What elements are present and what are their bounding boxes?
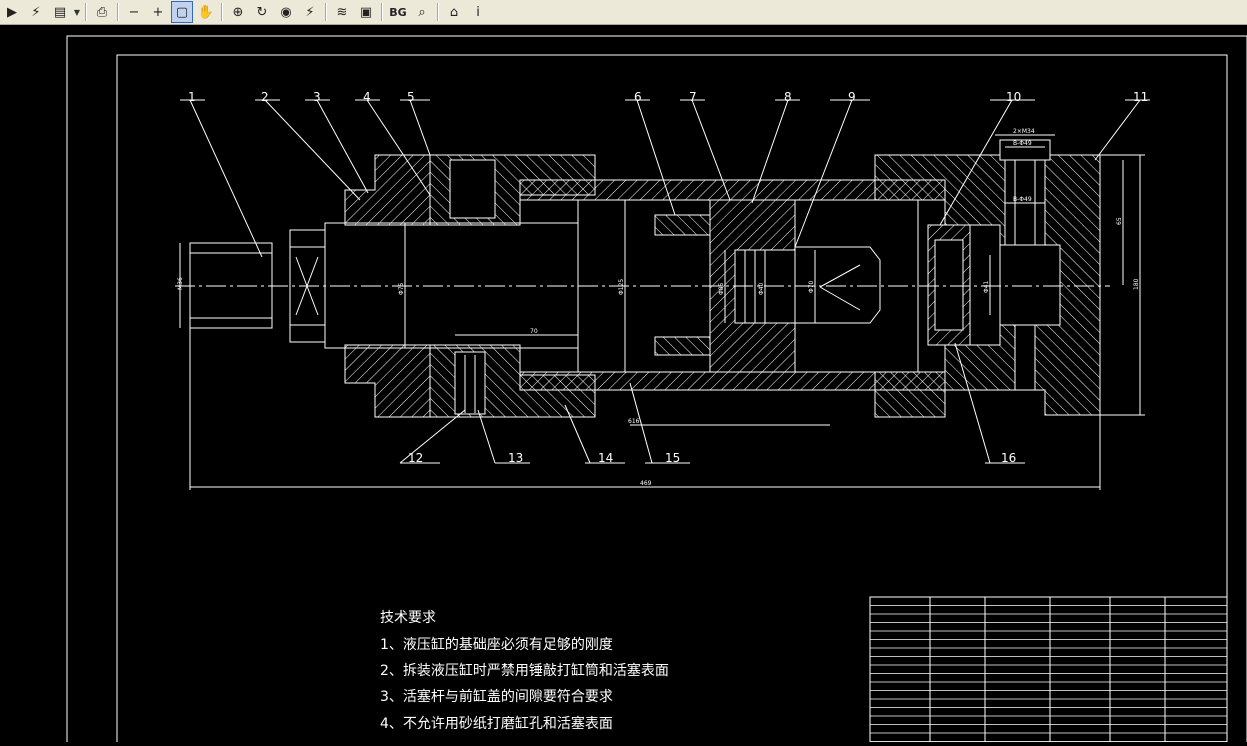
page-icon-glyph: ▤ xyxy=(53,4,67,20)
toolbar-separator xyxy=(325,3,327,21)
eye-icon[interactable]: ◉ xyxy=(275,1,297,23)
part-label-3: 3 xyxy=(313,90,321,104)
part-label-4: 4 xyxy=(363,90,371,104)
print-icon[interactable]: ⎙ xyxy=(91,1,113,23)
zoom-out-icon[interactable]: − xyxy=(123,1,145,23)
dim-end-text: Φ41 xyxy=(983,280,990,293)
parts-list-table xyxy=(869,596,1228,743)
pdf-icon[interactable]: ⚡ xyxy=(25,1,47,23)
bg-label[interactable]: BG xyxy=(387,1,409,23)
cylinder-assembly xyxy=(175,99,1228,743)
play-icon[interactable]: ▶ xyxy=(1,1,23,23)
part-label-1: 1 xyxy=(188,90,196,104)
part-label-15: 15 xyxy=(665,451,680,465)
find-icon-glyph: ⌕ xyxy=(418,4,426,20)
dim-height2-text: 65 xyxy=(1116,217,1123,225)
pan-icon-glyph: ✋ xyxy=(197,4,215,20)
tech-req-item-1: 1、液压缸的基础座必须有足够的刚度 xyxy=(380,636,613,653)
zoom-window-icon[interactable]: ▢ xyxy=(171,1,193,23)
pan-icon[interactable]: ✋ xyxy=(195,1,217,23)
toolbar-separator xyxy=(221,3,223,21)
dim-seal-text: Φ40 xyxy=(758,282,765,295)
page-dropdown-icon[interactable]: ▼ xyxy=(73,7,81,17)
dim-bore-text: Φ125 xyxy=(618,279,625,295)
toolbar: ▶ ⚡ ▤ ▼ ⎙ −+ ▢ ✋ ⊕ ↻ ◉ ⚡ ≋ ▣ BG ⌕ ⌂ i xyxy=(0,0,1247,25)
technical-requirements: 技术要求 1、液压缸的基础座必须有足够的刚度 2、拆装液压缸时严禁用锤敲打缸筒和… xyxy=(380,610,669,732)
layers-icon[interactable]: ≋ xyxy=(331,1,353,23)
part-label-11: 11 xyxy=(1133,90,1148,104)
frame-icon[interactable]: ▣ xyxy=(355,1,377,23)
tech-req-title: 技术要求 xyxy=(380,610,436,626)
part-label-14: 14 xyxy=(598,451,613,465)
dim-top1-text: 2×M34 xyxy=(1013,128,1035,135)
page-icon[interactable]: ▤ xyxy=(49,1,71,23)
part-label-16: 16 xyxy=(1001,451,1016,465)
tech-req-item-3: 3、活塞杆与前缸盖的间隙要符合要求 xyxy=(380,688,613,705)
dim-plug-text: Φ70 xyxy=(808,280,815,293)
layers-icon-glyph: ≋ xyxy=(336,4,348,20)
dim-bore-length-text: 70 xyxy=(530,328,538,335)
toolbar-separator xyxy=(381,3,383,21)
tech-req-item-2: 2、拆装液压缸时严禁用锤敲打缸筒和活塞表面 xyxy=(380,662,669,679)
dim-inner-text: 616 xyxy=(628,418,640,425)
zoom-in-icon-glyph: + xyxy=(152,4,164,20)
print-icon-glyph: ⎙ xyxy=(96,4,108,20)
part-label-7: 7 xyxy=(689,90,697,104)
info-icon[interactable]: i xyxy=(467,1,489,23)
part-label-2: 2 xyxy=(261,90,269,104)
zoom-out-icon-glyph: − xyxy=(128,4,140,20)
front-cover-top xyxy=(344,154,431,226)
sheet-outer-border xyxy=(66,35,1247,746)
rod-tip xyxy=(795,246,881,324)
dim-height-text: 180 xyxy=(1133,278,1140,290)
dim-thread-text: M36 xyxy=(177,277,184,290)
zoom-realtime-icon[interactable]: ↻ xyxy=(251,1,273,23)
dim-rod-text: Φ75 xyxy=(398,282,405,295)
home-icon[interactable]: ⌂ xyxy=(443,1,465,23)
dim-mid1-text: B-Φ49 xyxy=(1013,196,1032,203)
part-label-9: 9 xyxy=(848,90,856,104)
part-label-6: 6 xyxy=(634,90,642,104)
toolbar-separator xyxy=(117,3,119,21)
zoom-window-icon-glyph: ▢ xyxy=(175,4,189,20)
dim-piston-text: Φ85 xyxy=(718,282,725,295)
toolbar-separator xyxy=(437,3,439,21)
zoom-realtime-icon-glyph: ↻ xyxy=(256,4,268,20)
bg-label-glyph: BG xyxy=(389,5,407,19)
frame-icon-glyph: ▣ xyxy=(359,4,373,20)
play-icon-glyph: ▶ xyxy=(7,4,17,20)
tech-req-item-4: 4、不允许用砂纸打磨缸孔和活塞表面 xyxy=(380,715,613,732)
zoom-extents-icon[interactable]: ⊕ xyxy=(227,1,249,23)
front-cover-bottom xyxy=(344,344,431,418)
zoom-extents-icon-glyph: ⊕ xyxy=(232,4,244,20)
cad-drawing: 1 2 3 4 5 6 7 8 9 10 11 12 13 14 15 16 4… xyxy=(66,35,1247,746)
dim-top2-text: B-Φ49 xyxy=(1013,140,1032,147)
part-label-8: 8 xyxy=(784,90,792,104)
find-icon[interactable]: ⌕ xyxy=(411,1,433,23)
toolbar-separator xyxy=(85,3,87,21)
measure-icon[interactable]: ⚡ xyxy=(299,1,321,23)
info-icon-glyph: i xyxy=(476,4,480,20)
part-label-5: 5 xyxy=(407,90,415,104)
part-label-10: 10 xyxy=(1006,90,1021,104)
drawing-canvas[interactable]: 1 2 3 4 5 6 7 8 9 10 11 12 13 14 15 16 4… xyxy=(0,25,1247,746)
eye-icon-glyph: ◉ xyxy=(280,4,292,20)
measure-icon-glyph: ⚡ xyxy=(305,4,315,20)
home-icon-glyph: ⌂ xyxy=(449,4,459,20)
part-label-13: 13 xyxy=(508,451,523,465)
zoom-in-icon[interactable]: + xyxy=(147,1,169,23)
dim-overall-text: 469 xyxy=(640,480,652,487)
pdf-icon-glyph: ⚡ xyxy=(31,4,41,20)
part-label-12: 12 xyxy=(408,451,423,465)
